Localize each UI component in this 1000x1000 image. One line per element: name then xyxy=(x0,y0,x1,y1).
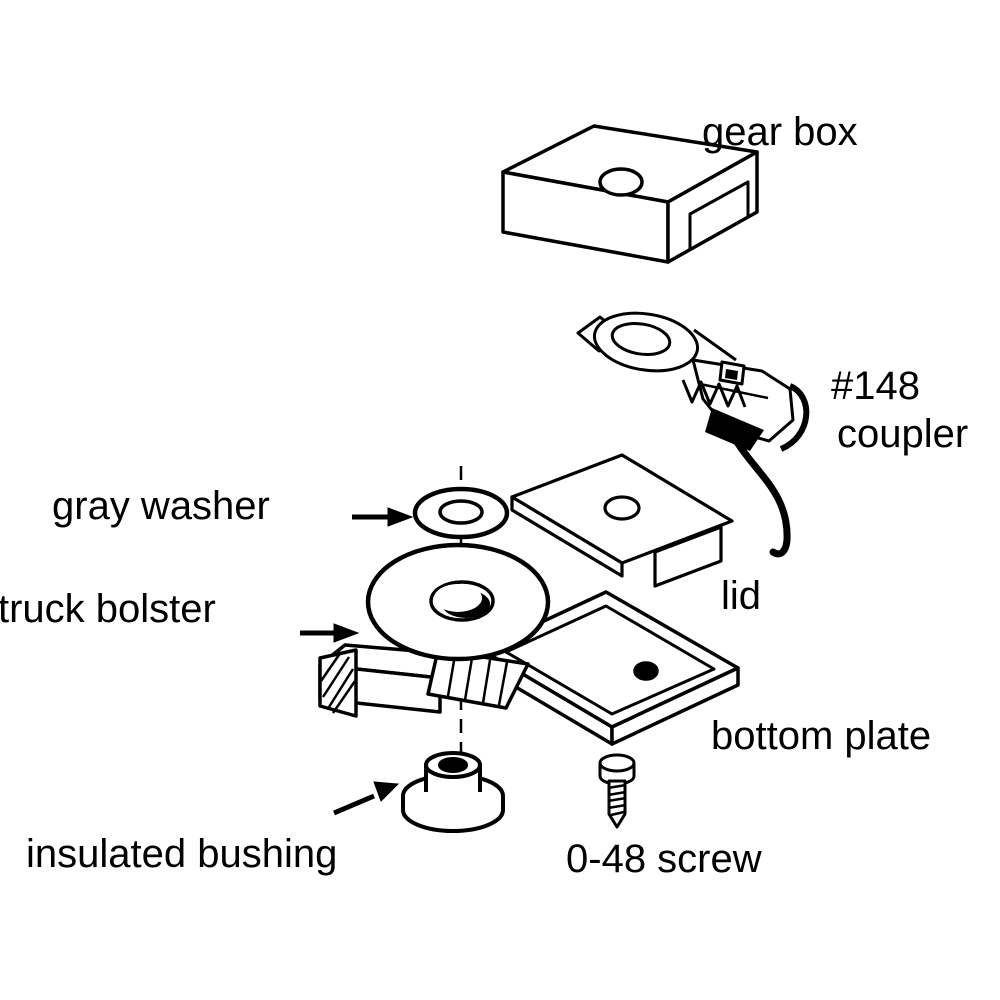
lid-drawing xyxy=(510,453,734,588)
bottom-plate-hole xyxy=(633,661,659,681)
truck-bolster-label: truck bolster xyxy=(0,587,216,631)
coupler-drawing xyxy=(576,311,810,558)
coupler-name-label: coupler xyxy=(837,412,969,456)
gray-washer-arrow xyxy=(352,507,414,527)
gear-box-label: gear box xyxy=(702,110,858,154)
coupler-trip-pin xyxy=(733,438,791,558)
gray-washer-label: gray washer xyxy=(52,484,270,528)
bolster-arm-broken-end xyxy=(318,648,358,718)
gear-box-hole xyxy=(598,167,644,197)
insulated-bushing-drawing xyxy=(401,751,505,833)
coupler-number-label: #148 xyxy=(831,364,920,408)
washer-hole xyxy=(438,499,484,525)
gear-box-drawing xyxy=(501,124,759,264)
screw-drawing xyxy=(598,753,636,829)
insulated-bushing-label: insulated bushing xyxy=(26,832,338,876)
screw-label: 0-48 screw xyxy=(566,837,762,881)
lid-hole xyxy=(603,495,641,521)
lid-label: lid xyxy=(721,574,762,618)
pointer-arrows xyxy=(300,507,414,816)
insulated-bushing-arrow xyxy=(333,781,400,816)
bottom-plate-label: bottom plate xyxy=(711,714,932,758)
truck-bolster-arrow xyxy=(300,623,360,643)
coupler-knuckle xyxy=(779,383,810,452)
bushing-hole xyxy=(438,757,468,773)
gray-washer-drawing xyxy=(412,486,510,540)
screw-head xyxy=(598,753,636,773)
truck-bolster-drawing xyxy=(318,542,551,718)
coupler-spring xyxy=(681,379,747,408)
